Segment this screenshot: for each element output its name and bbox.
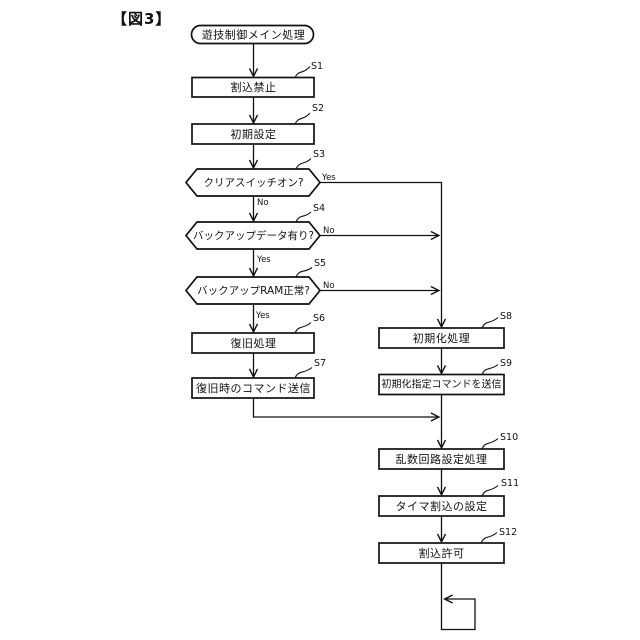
figure-title: 【図3】 xyxy=(112,10,171,28)
node-s1-label: 割込禁止 xyxy=(231,80,277,94)
node-s9-label: 初期化指定コマンドを送信 xyxy=(382,378,502,391)
branch-s5-yes: Yes xyxy=(255,311,270,321)
step-id-s4: S4 xyxy=(313,203,325,214)
process-box xyxy=(191,377,315,399)
step-leaders xyxy=(294,66,499,544)
step-id-s5: S5 xyxy=(314,258,326,269)
step-id-s9: S9 xyxy=(500,358,512,369)
leader-s6 xyxy=(294,322,312,334)
node-s4: バックアップデータ有り? S4 No Yes xyxy=(184,203,335,265)
branch-s3-yes: Yes xyxy=(321,173,336,183)
node-s7-label: 復旧時のコマンド送信 xyxy=(196,381,311,395)
leader-s2 xyxy=(294,112,311,125)
node-s4-label: バックアップデータ有り? xyxy=(193,229,314,242)
connector-main-loop xyxy=(440,563,476,631)
node-s7: 復旧時のコマンド送信 S7 xyxy=(191,358,326,399)
node-s9: 初期化指定コマンドを送信 S9 xyxy=(378,358,512,396)
leader-s12 xyxy=(480,532,498,544)
connector-s3-s8-yes xyxy=(320,181,447,329)
branch-s4-no: No xyxy=(323,226,335,236)
node-s11: タイマ割込の設定 S11 xyxy=(378,478,519,517)
node-s3: クリアスイッチオン? S3 Yes No xyxy=(184,149,336,208)
node-s2: 初期設定 S2 xyxy=(191,103,324,145)
node-s12-label: 割込許可 xyxy=(419,546,465,560)
decision-hexagon xyxy=(184,221,322,250)
process-box xyxy=(378,542,505,564)
step-id-s11: S11 xyxy=(501,478,519,489)
node-s3-label: クリアスイッチオン? xyxy=(203,177,303,189)
step-id-s3: S3 xyxy=(313,149,325,160)
decision-hexagon xyxy=(184,168,322,197)
node-s1: 割込禁止 S1 xyxy=(191,61,323,98)
step-id-s6: S6 xyxy=(313,313,325,324)
leader-s7 xyxy=(294,367,313,379)
node-s8-label: 初期化処理 xyxy=(413,331,471,345)
node-start: 遊技制御メイン処理 xyxy=(190,24,315,45)
node-s5: バックアップRAM正常? S5 No Yes xyxy=(184,258,335,321)
process-box xyxy=(191,76,315,98)
step-id-s2: S2 xyxy=(312,103,324,114)
node-s10: 乱数回路設定処理 S10 xyxy=(378,432,518,470)
leader-s4 xyxy=(295,211,312,223)
node-s6: 復旧処理 S6 xyxy=(191,313,325,354)
leader-s9 xyxy=(481,364,499,375)
start-terminal-shape xyxy=(190,24,315,45)
leader-s5 xyxy=(295,267,313,278)
decision-hexagon xyxy=(184,276,322,305)
branch-s4-yes: Yes xyxy=(256,255,271,265)
node-s2-label: 初期設定 xyxy=(231,127,277,141)
node-s11-label: タイマ割込の設定 xyxy=(396,499,488,513)
step-id-s10: S10 xyxy=(500,432,518,443)
process-box xyxy=(191,332,315,354)
step-id-s1: S1 xyxy=(311,61,323,72)
node-s5-label: バックアップRAM正常? xyxy=(197,284,310,297)
step-id-s7: S7 xyxy=(314,358,326,369)
connector-s7-merge xyxy=(252,398,441,422)
node-s12: 割込許可 S12 xyxy=(378,527,517,564)
step-id-s8: S8 xyxy=(500,311,512,322)
process-box xyxy=(378,495,505,517)
process-box xyxy=(191,123,315,145)
process-box xyxy=(378,327,505,349)
step-id-s12: S12 xyxy=(499,527,517,538)
node-s6-label: 復旧処理 xyxy=(231,337,277,350)
leader-s11 xyxy=(481,485,499,497)
leader-s1 xyxy=(294,66,311,78)
process-box xyxy=(378,373,505,396)
branch-s3-no: No xyxy=(257,198,269,208)
node-s10-label: 乱数回路設定処理 xyxy=(396,452,488,466)
leader-s10 xyxy=(481,438,499,450)
leader-s8 xyxy=(481,317,499,329)
connectors xyxy=(248,43,476,631)
branch-s5-no: No xyxy=(323,281,335,291)
leader-s3 xyxy=(295,158,312,170)
node-s8: 初期化処理 S8 xyxy=(378,311,512,349)
start-terminal-label: 遊技制御メイン処理 xyxy=(202,28,306,42)
process-box xyxy=(378,448,505,470)
